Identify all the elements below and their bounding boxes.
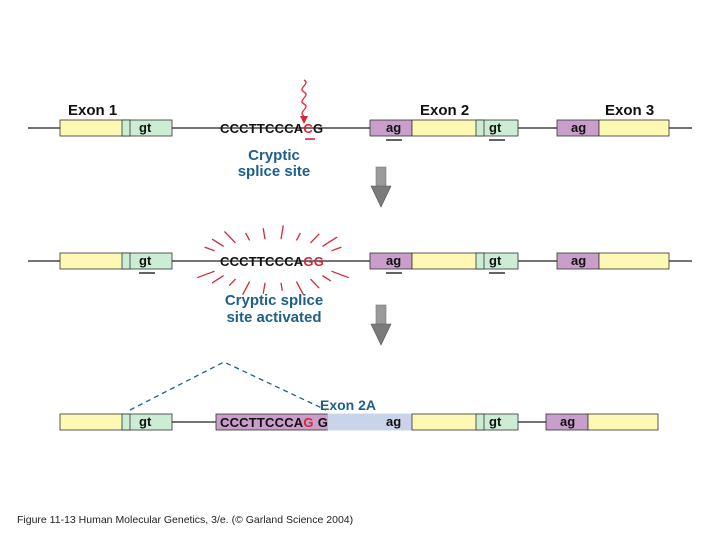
- exon3-box-row3: [587, 413, 659, 431]
- ag-acceptor-label-row1: ag: [386, 120, 401, 135]
- burst-ray: [245, 232, 251, 241]
- burst-ray: [310, 233, 320, 244]
- figure-caption: Figure 11-13 Human Molecular Genetics, 3…: [17, 514, 354, 526]
- down-arrow-2-icon: [370, 304, 392, 346]
- gt-donor2-box-row1: [475, 119, 519, 137]
- activated-label-line1: Cryptic splice: [225, 292, 323, 309]
- sequence-prefix: CCCTTCCCA: [220, 415, 304, 430]
- exon3-box-row1: [598, 119, 670, 137]
- burst-ray: [228, 278, 236, 287]
- mutated-base: G: [303, 415, 313, 430]
- row-2-activated-site: gt CCCTTCCCAGG ag gt ag Cryptic splice s…: [28, 225, 692, 326]
- exon3-box-row2: [598, 252, 670, 270]
- ag-acceptor2-label-row2: ag: [571, 253, 586, 268]
- sequence-prefix: CCCTTCCCA: [220, 121, 304, 136]
- gt-donor-label-row1: gt: [139, 120, 152, 135]
- burst-ray: [211, 238, 224, 247]
- gt-donor2-label-row2: gt: [489, 253, 502, 268]
- mutation-arrow-icon: [301, 79, 307, 117]
- burst-ray: [196, 270, 215, 279]
- splice-path-dashed-line: [129, 361, 327, 411]
- activated-label-line2: site activated: [226, 309, 321, 326]
- cryptic-label-line2: splice site: [238, 163, 311, 180]
- exon1-box-row3: [59, 413, 131, 431]
- exon1-box-row2: [59, 252, 131, 270]
- exon2-box-row2: [411, 252, 485, 270]
- gt-donor-label-row3: gt: [139, 414, 152, 429]
- burst-ray: [204, 246, 215, 252]
- cryptic-label-line1: Cryptic: [248, 147, 300, 164]
- exon2-label: Exon 2: [420, 102, 469, 119]
- gt-donor-box-row3: [121, 413, 173, 431]
- ag-acceptor-label-row3: ag: [386, 414, 401, 429]
- gt-donor2-box-row2: [475, 252, 519, 270]
- ag-acceptor-label-row2: ag: [386, 253, 401, 268]
- gt-donor-box-row2: [121, 252, 173, 270]
- burst-ray: [322, 236, 338, 247]
- mutated-bases: GG: [303, 254, 324, 269]
- exon2-box-row3: [411, 413, 485, 431]
- activation-burst-icon: [196, 225, 350, 296]
- burst-ray: [310, 278, 320, 289]
- exon3-label: Exon 3: [605, 102, 654, 119]
- ag-acceptor2-label-row3: ag: [560, 414, 575, 429]
- burst-ray: [223, 230, 236, 244]
- sequence-prefix: CCCTTCCCA: [220, 254, 304, 269]
- down-arrow-1-icon: [370, 166, 392, 208]
- gt-donor2-box-row3: [475, 413, 519, 431]
- exon2-box-row1: [411, 119, 485, 137]
- gt-donor-label-row2: gt: [139, 253, 152, 268]
- gt-donor2-label-row1: gt: [489, 120, 502, 135]
- cryptic-sequence-row2: CCCTTCCCAGG: [220, 254, 324, 269]
- burst-ray: [280, 225, 284, 240]
- burst-ray: [295, 281, 304, 296]
- burst-ray: [295, 232, 301, 241]
- burst-ray: [242, 281, 251, 296]
- gt-donor2-label-row3: gt: [489, 414, 502, 429]
- exon1-box-row1: [59, 119, 131, 137]
- exon2a-label: Exon 2A: [320, 397, 376, 413]
- mutated-base: C: [303, 121, 313, 136]
- cryptic-sequence-row1: CCCTTCCCACG: [220, 121, 323, 136]
- burst-ray: [211, 275, 224, 284]
- exon1-label: Exon 1: [68, 102, 117, 119]
- burst-ray: [262, 282, 266, 294]
- burst-ray: [322, 275, 332, 282]
- row-1-wild-type-gene: Exon 1 Exon 2 Exon 3 gt CCCTTCCCACG ag g…: [28, 79, 692, 180]
- ag-acceptor2-label-row1: ag: [571, 120, 586, 135]
- burst-ray: [331, 270, 350, 279]
- burst-ray: [280, 282, 283, 291]
- mutation-arrowhead-icon: [300, 116, 308, 124]
- burst-ray: [262, 228, 266, 240]
- burst-ray: [331, 246, 342, 252]
- sequence-suffix: G: [313, 121, 323, 136]
- sequence-suffix: G: [318, 415, 328, 430]
- gt-donor-box-row1: [121, 119, 173, 137]
